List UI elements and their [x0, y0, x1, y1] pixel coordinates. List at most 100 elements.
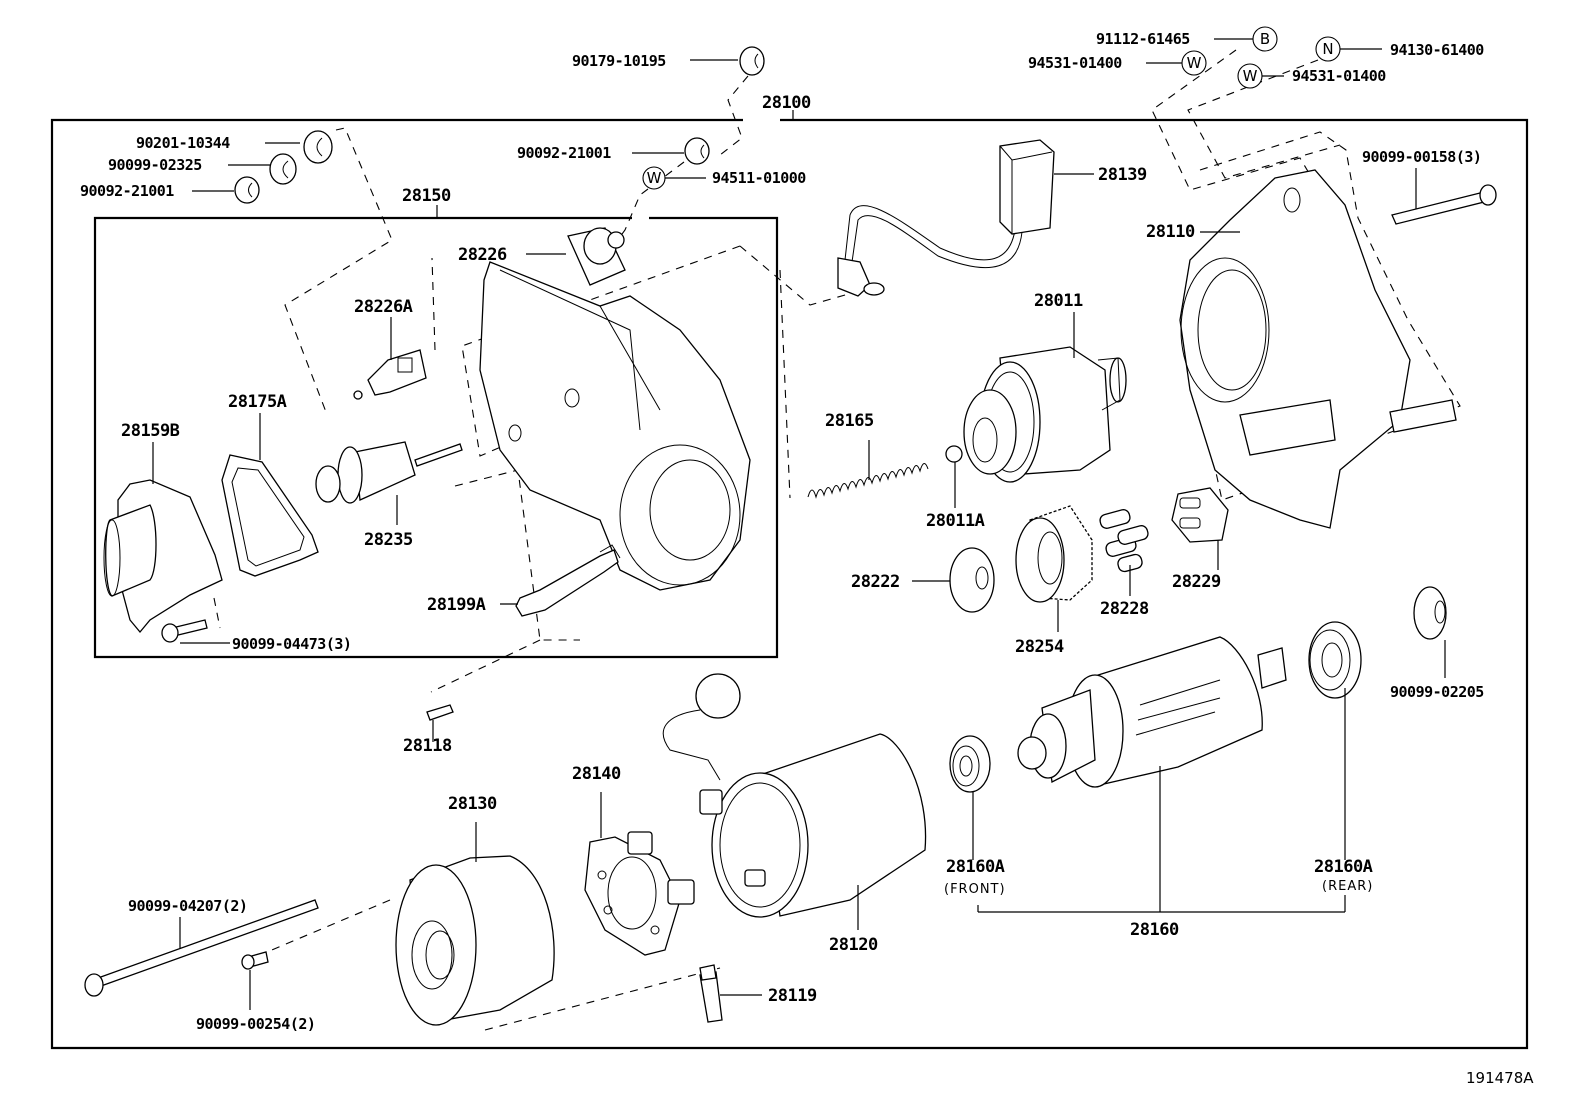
- roller-retainer-drawing: [1171, 487, 1229, 543]
- svg-text:28222: 28222: [851, 572, 900, 592]
- svg-text:28160A: 28160A: [946, 857, 1005, 877]
- svg-text:28159B: 28159B: [121, 421, 180, 441]
- svg-text:90179-10195: 90179-10195: [572, 52, 666, 70]
- callout-28160A-rear[interactable]: 28160A (REAR): [1314, 688, 1373, 894]
- svg-text:28235: 28235: [364, 530, 413, 550]
- svg-text:28199A: 28199A: [427, 595, 486, 615]
- svg-text:90099-00158(3): 90099-00158(3): [1362, 148, 1481, 166]
- plunger-boot-drawing: [515, 544, 621, 617]
- washer-symbol-w-left: W: [1181, 50, 1207, 76]
- svg-text:28100: 28100: [762, 93, 811, 113]
- callout-90092-21001-right[interactable]: 90092-21001: [517, 144, 684, 162]
- callout-90092-21001-left[interactable]: 90092-21001: [80, 182, 234, 200]
- svg-text:W: W: [647, 169, 662, 187]
- callout-90201-10344[interactable]: 90201-10344: [136, 134, 300, 152]
- callout-28140[interactable]: 28140: [572, 764, 621, 838]
- callout-28139[interactable]: 28139: [1054, 165, 1147, 185]
- callout-90179-10195[interactable]: 90179-10195: [572, 52, 738, 70]
- callout-28235[interactable]: 28235: [364, 495, 413, 550]
- through-bolt-drawing-bottom: [84, 899, 319, 997]
- svg-text:W: W: [1187, 54, 1202, 72]
- callout-28011[interactable]: 28011: [1034, 291, 1083, 358]
- screw-drawing: [241, 951, 269, 970]
- callout-28226[interactable]: 28226: [458, 245, 566, 265]
- callout-28120[interactable]: 28120: [829, 885, 878, 955]
- callout-90099-00158[interactable]: 90099-00158(3): [1362, 148, 1482, 210]
- end-frame-drawing: [395, 855, 555, 1026]
- svg-text:90099-04207(2): 90099-04207(2): [128, 897, 247, 915]
- callout-90099-04207[interactable]: 90099-04207(2): [128, 897, 248, 948]
- svg-text:94531-01400: 94531-01400: [1292, 67, 1386, 85]
- callout-28100[interactable]: 28100: [762, 93, 811, 113]
- contact-terminal-drawing: [353, 349, 427, 400]
- illustration-reference-code: 191478A: [1466, 1069, 1534, 1087]
- cover-screw-drawing: [161, 619, 208, 643]
- callout-28160[interactable]: 28160: [977, 766, 1346, 940]
- svg-text:90201-10344: 90201-10344: [136, 134, 230, 152]
- callout-28222[interactable]: 28222: [851, 572, 950, 592]
- lead-wire-drawing: [837, 139, 1055, 297]
- svg-text:28110: 28110: [1146, 222, 1195, 242]
- callout-28119[interactable]: 28119: [720, 986, 817, 1006]
- svg-text:94511-01000: 94511-01000: [712, 169, 806, 187]
- svg-text:28118: 28118: [403, 736, 452, 756]
- callout-28011A[interactable]: 28011A: [926, 462, 985, 531]
- svg-text:90092-21001: 90092-21001: [517, 144, 611, 162]
- svg-text:28160A: 28160A: [1314, 857, 1373, 877]
- armature-drawing: [1017, 636, 1287, 788]
- callout-28110[interactable]: 28110: [1146, 222, 1240, 242]
- front-bearing-drawing: [949, 735, 991, 793]
- svg-text:28011A: 28011A: [926, 511, 985, 531]
- svg-text:N: N: [1322, 40, 1333, 58]
- gasket-drawing: [221, 454, 319, 577]
- callout-28159B[interactable]: 28159B: [121, 421, 180, 484]
- washer-symbol-w-right: W: [1237, 63, 1263, 89]
- starter-clutch-drawing: [963, 346, 1127, 483]
- svg-text:28228: 28228: [1100, 599, 1149, 619]
- callout-90099-00254[interactable]: 90099-00254(2): [196, 970, 316, 1033]
- svg-text:94130-61400: 94130-61400: [1390, 41, 1484, 59]
- steel-ball-icon: [945, 445, 963, 463]
- callout-28228[interactable]: 28228: [1100, 565, 1149, 619]
- callout-94531-01400-right[interactable]: 94531-01400: [1262, 67, 1387, 85]
- callout-90099-02205[interactable]: 90099-02205: [1390, 640, 1485, 701]
- svg-text:94531-01400: 94531-01400: [1028, 54, 1122, 72]
- callout-28175A[interactable]: 28175A: [228, 392, 287, 460]
- callout-28254[interactable]: 28254: [1015, 600, 1064, 657]
- callout-28199A[interactable]: 28199A: [427, 595, 518, 615]
- cap-icon-3: [234, 176, 260, 204]
- callout-91112-61465[interactable]: 91112-61465: [1096, 30, 1254, 48]
- callout-28118[interactable]: 28118: [403, 720, 452, 756]
- svg-text:28150: 28150: [402, 186, 451, 206]
- sub-assembly-frame: [93, 216, 779, 659]
- callout-28226A[interactable]: 28226A: [354, 297, 413, 360]
- cap-icon-1: [303, 130, 333, 164]
- svg-text:28119: 28119: [768, 986, 817, 1006]
- callout-90099-04473[interactable]: 90099-04473(3): [180, 635, 352, 653]
- callout-94130-61400[interactable]: 94130-61400: [1340, 41, 1485, 59]
- callout-94531-01400-left[interactable]: 94531-01400: [1028, 54, 1182, 72]
- svg-text:28226: 28226: [458, 245, 507, 265]
- nut-symbol-n: N: [1315, 36, 1341, 62]
- callout-90099-02325[interactable]: 90099-02325: [108, 156, 270, 174]
- svg-text:28175A: 28175A: [228, 392, 287, 412]
- through-bolt-drawing-top: [1391, 184, 1497, 225]
- cap-icon-2: [269, 153, 297, 185]
- svg-text:28229: 28229: [1172, 572, 1221, 592]
- washer-symbol-w-small: W: [642, 166, 666, 190]
- callout-28160A-front[interactable]: 28160A (FRONT): [944, 792, 1006, 897]
- callout-94511-01000[interactable]: 94511-01000: [665, 169, 807, 187]
- svg-text:90099-00254(2): 90099-00254(2): [196, 1015, 315, 1033]
- callout-28165[interactable]: 28165: [825, 411, 874, 480]
- svg-text:28160: 28160: [1130, 920, 1179, 940]
- field-frame-drawing: [662, 673, 927, 918]
- washer-drawing: [949, 547, 995, 613]
- callout-28229[interactable]: 28229: [1172, 540, 1221, 592]
- end-cover-drawing: [103, 479, 223, 634]
- callout-28150[interactable]: 28150: [402, 186, 451, 206]
- callout-28130[interactable]: 28130: [448, 794, 497, 862]
- svg-text:28139: 28139: [1098, 165, 1147, 185]
- svg-text:90099-02205: 90099-02205: [1390, 683, 1484, 701]
- spring-pin-drawing: [426, 704, 454, 721]
